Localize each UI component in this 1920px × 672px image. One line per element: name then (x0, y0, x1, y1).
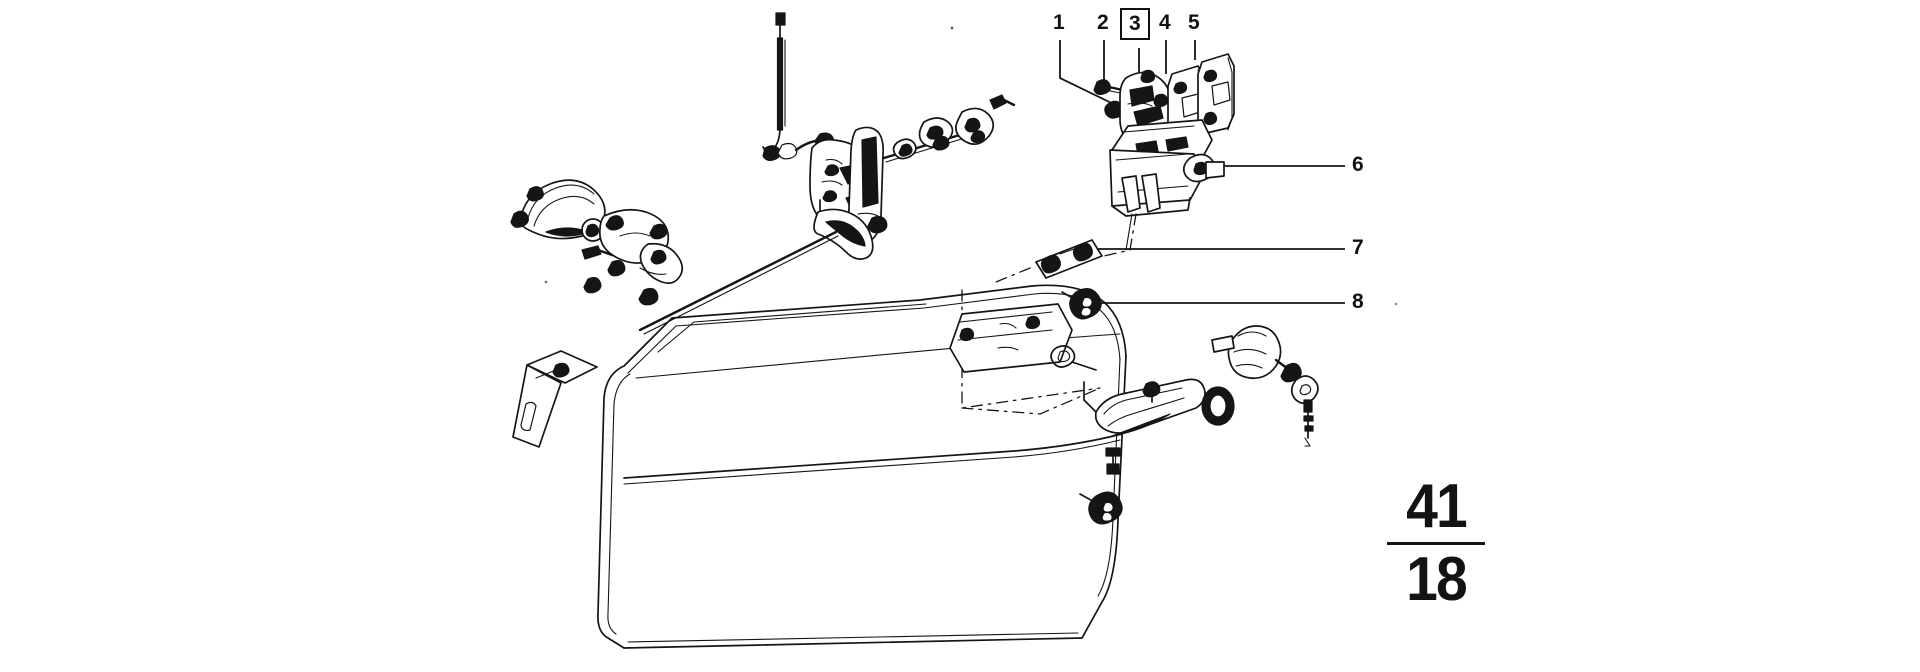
handle-escutcheon (581, 208, 684, 306)
callout-5-label: 5 (1188, 11, 1200, 34)
callout-4-label: 4 (1159, 11, 1171, 34)
callout-2[interactable]: 2 (1097, 12, 1109, 33)
door-bumper-stop-lower (1079, 491, 1123, 525)
callout-8-label: 8 (1352, 290, 1364, 313)
door-shell (597, 284, 1127, 649)
door-bumper-stop (1061, 288, 1102, 320)
callout-3-label: 3 (1129, 12, 1141, 35)
lock-actuator (1077, 119, 1225, 263)
callout-6[interactable]: 6 (1352, 154, 1364, 175)
striker-plate-outer (1197, 53, 1235, 135)
callout-5[interactable]: 5 (1188, 12, 1200, 33)
door-key (1290, 375, 1319, 447)
interior-door-handle (510, 179, 606, 242)
callout-3-selected[interactable]: 3 (1120, 8, 1150, 40)
callout-1[interactable]: 1 (1053, 12, 1065, 33)
callout-6-label: 6 (1352, 153, 1364, 176)
mounting-bracket (512, 350, 598, 448)
callout-2-label: 2 (1097, 11, 1109, 34)
leader-lines-top (1059, 40, 1196, 113)
callout-7-label: 7 (1352, 236, 1364, 259)
exterior-door-handle (1083, 378, 1206, 475)
page-number-chapter: 41 (1406, 472, 1468, 541)
callout-4[interactable]: 4 (1159, 12, 1171, 33)
scan-artifacts (544, 26, 1398, 306)
door-latch-mechanism (638, 94, 1016, 335)
hinge-reinforcement (949, 303, 1073, 373)
callout-1-label: 1 (1053, 11, 1065, 34)
shim-plate (995, 239, 1103, 283)
callout-7[interactable]: 7 (1352, 237, 1364, 258)
callout-8[interactable]: 8 (1352, 291, 1364, 312)
page-number-rule (1387, 541, 1485, 545)
page-number-section: 18 (1406, 544, 1468, 614)
lock-pull-rod (762, 12, 786, 152)
lock-cylinder-gasket (1201, 386, 1235, 426)
lock-cylinder (1211, 325, 1302, 383)
page-number-block: 41 18 (1374, 472, 1498, 614)
